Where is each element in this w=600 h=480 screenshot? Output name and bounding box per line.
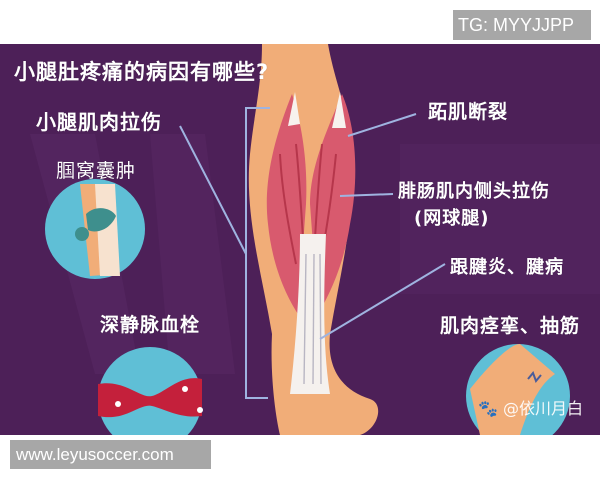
leg-anatomy-illustration xyxy=(30,44,600,435)
label-tennis-leg: (网球腿) xyxy=(414,208,490,229)
label-popliteal-cyst: 腘窝囊肿 xyxy=(56,160,137,182)
watermark-top-right: TG: MYYJJPP xyxy=(453,10,591,40)
label-achilles-tendinitis: 跟腱炎、腱病 xyxy=(450,257,564,278)
credit-text: @依川月白 xyxy=(503,399,584,418)
label-deep-vein-thrombosis: 深静脉血栓 xyxy=(100,314,201,336)
label-gastrocnemius-strain: 腓肠肌内侧头拉伤 xyxy=(398,181,550,202)
author-credit: 🐾 @依川月白 xyxy=(478,395,583,419)
label-plantaris-rupture: 跖肌断裂 xyxy=(428,101,509,123)
poster-title: 小腿肚疼痛的病因有哪些? xyxy=(14,60,270,84)
paw-icon: 🐾 xyxy=(478,399,498,418)
infographic-poster: 小腿肚疼痛的病因有哪些? 小腿肌肉拉伤 腘窝囊肿 深静脉血栓 跖肌断裂 腓肠肌内… xyxy=(0,44,600,435)
label-calf-muscle-strain: 小腿肌肉拉伤 xyxy=(36,110,162,134)
watermark-bottom-left: www.leyusoccer.com xyxy=(10,440,211,469)
label-muscle-cramp: 肌肉痉挛、抽筋 xyxy=(440,315,581,337)
